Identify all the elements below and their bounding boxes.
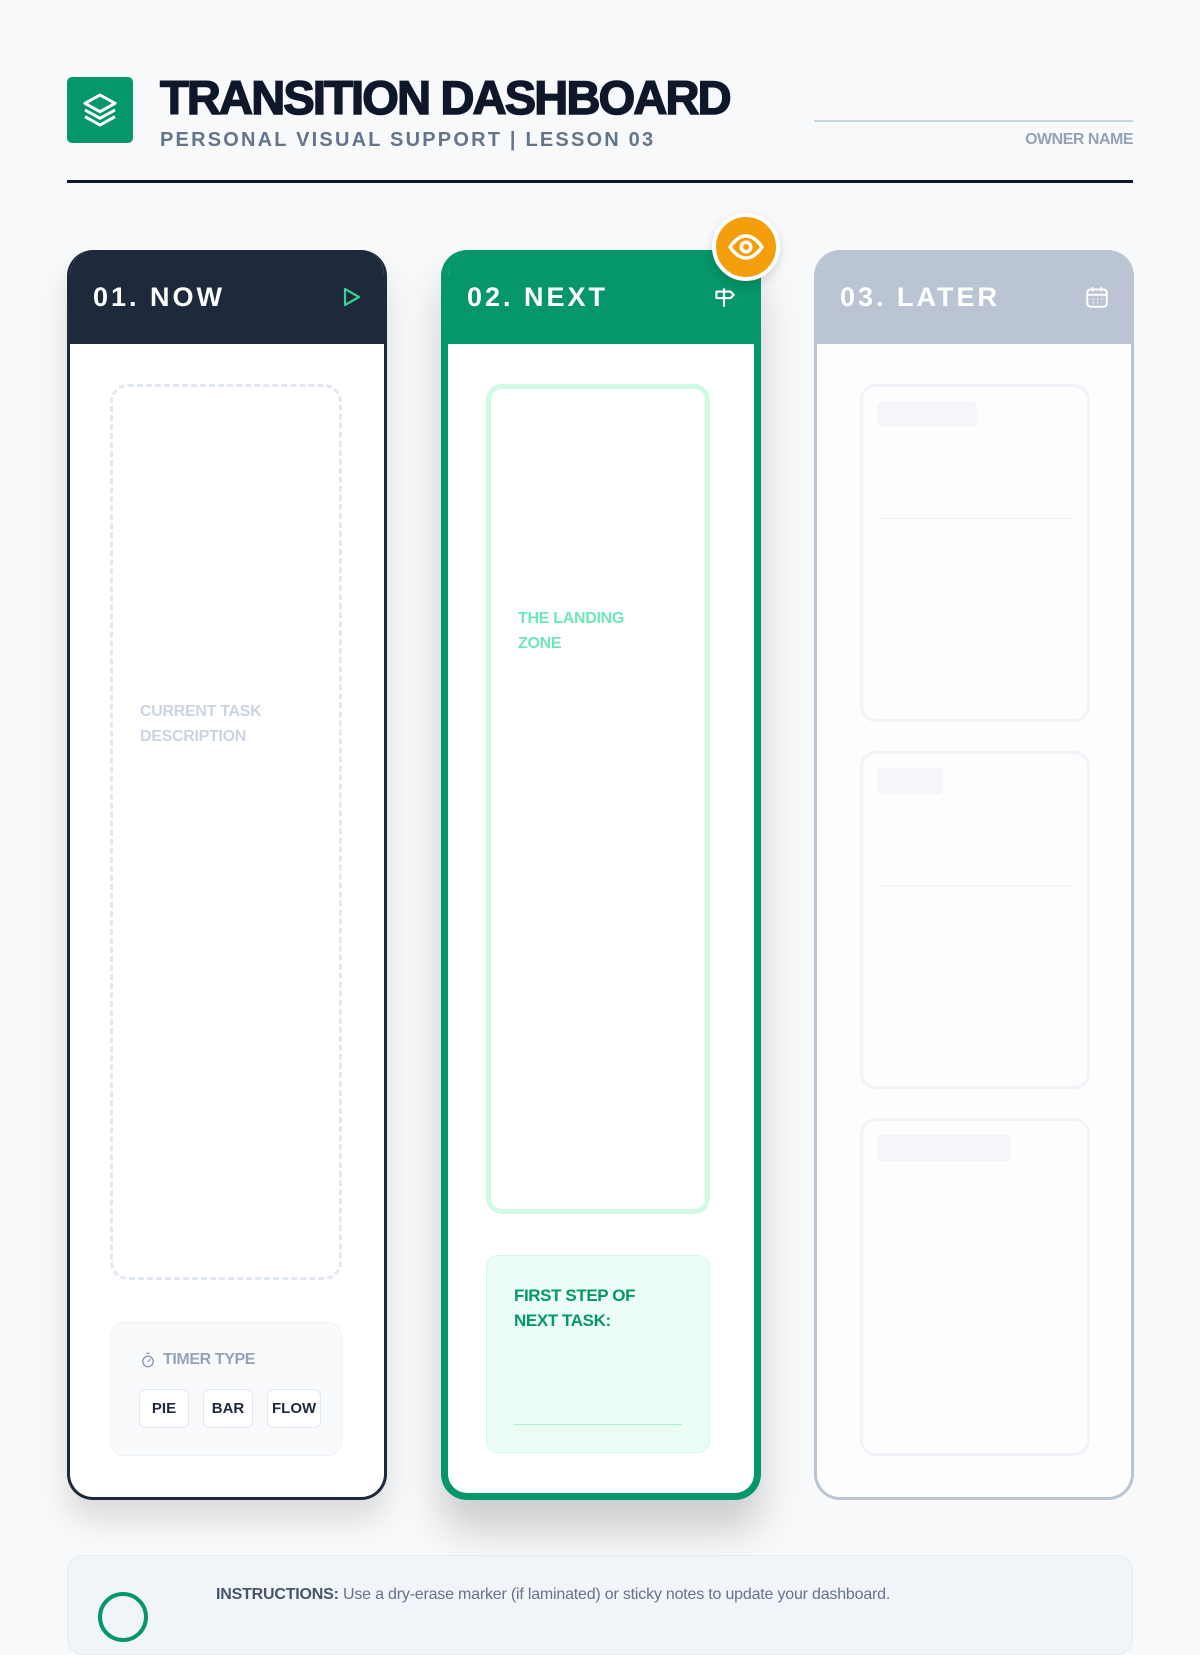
timer-option-flow[interactable]: FLOW	[267, 1389, 322, 1428]
first-step-box[interactable]: FIRST STEP OF NEXT TASK:	[486, 1255, 710, 1453]
page-title: TRANSITION DASHBOARD	[159, 70, 732, 125]
first-step-label: FIRST STEP OF NEXT TASK:	[514, 1286, 636, 1330]
column-now-header: 01. NOW	[70, 250, 384, 344]
column-later-header: 03. LATER	[817, 250, 1131, 344]
first-step-line	[514, 1424, 682, 1425]
column-next: 02. NEXT THE LANDING ZONE FIRST STEP OF …	[441, 250, 761, 1500]
owner-name-label: OWNER NAME	[1025, 131, 1133, 148]
later-slot[interactable]	[860, 384, 1090, 722]
logo-layers-icon	[67, 77, 133, 143]
play-icon	[343, 287, 361, 307]
instructions-text: INSTRUCTIONS: Use a dry-erase marker (if…	[216, 1586, 891, 1603]
column-now-title: 01. NOW	[93, 281, 226, 312]
later-slot[interactable]	[860, 751, 1090, 1089]
timer-option-bar[interactable]: BAR	[203, 1389, 253, 1428]
signpost-icon	[715, 288, 735, 307]
timer-type-panel: TIMER TYPE PIE BAR FLOW	[110, 1322, 342, 1456]
landing-zone[interactable]: THE LANDING ZONE	[486, 384, 710, 1214]
current-task-area[interactable]: CURRENT TASK DESCRIPTION	[110, 384, 342, 1280]
timer-type-label: TIMER TYPE	[139, 1351, 255, 1369]
instructions-panel: INSTRUCTIONS: Use a dry-erase marker (if…	[67, 1555, 1133, 1655]
later-slot[interactable]	[860, 1118, 1090, 1456]
page-subtitle: PERSONAL VISUAL SUPPORT | LESSON 03	[160, 129, 656, 151]
timer-option-pie[interactable]: PIE	[139, 1389, 189, 1428]
column-later: 03. LATER	[814, 250, 1134, 1500]
column-next-title: 02. NEXT	[467, 281, 609, 312]
calendar-icon	[1086, 287, 1108, 308]
column-now: 01. NOW CURRENT TASK DESCRIPTION TIMER T…	[67, 250, 387, 1500]
eye-icon	[712, 213, 780, 281]
current-task-placeholder: CURRENT TASK DESCRIPTION	[140, 703, 262, 745]
header-divider	[67, 180, 1133, 183]
column-later-title: 03. LATER	[840, 281, 1001, 312]
landing-zone-label: THE LANDING ZONE	[518, 610, 625, 652]
stopwatch-icon	[142, 1352, 154, 1368]
column-next-header: 02. NEXT	[448, 250, 754, 344]
owner-name-field[interactable]	[814, 120, 1133, 122]
